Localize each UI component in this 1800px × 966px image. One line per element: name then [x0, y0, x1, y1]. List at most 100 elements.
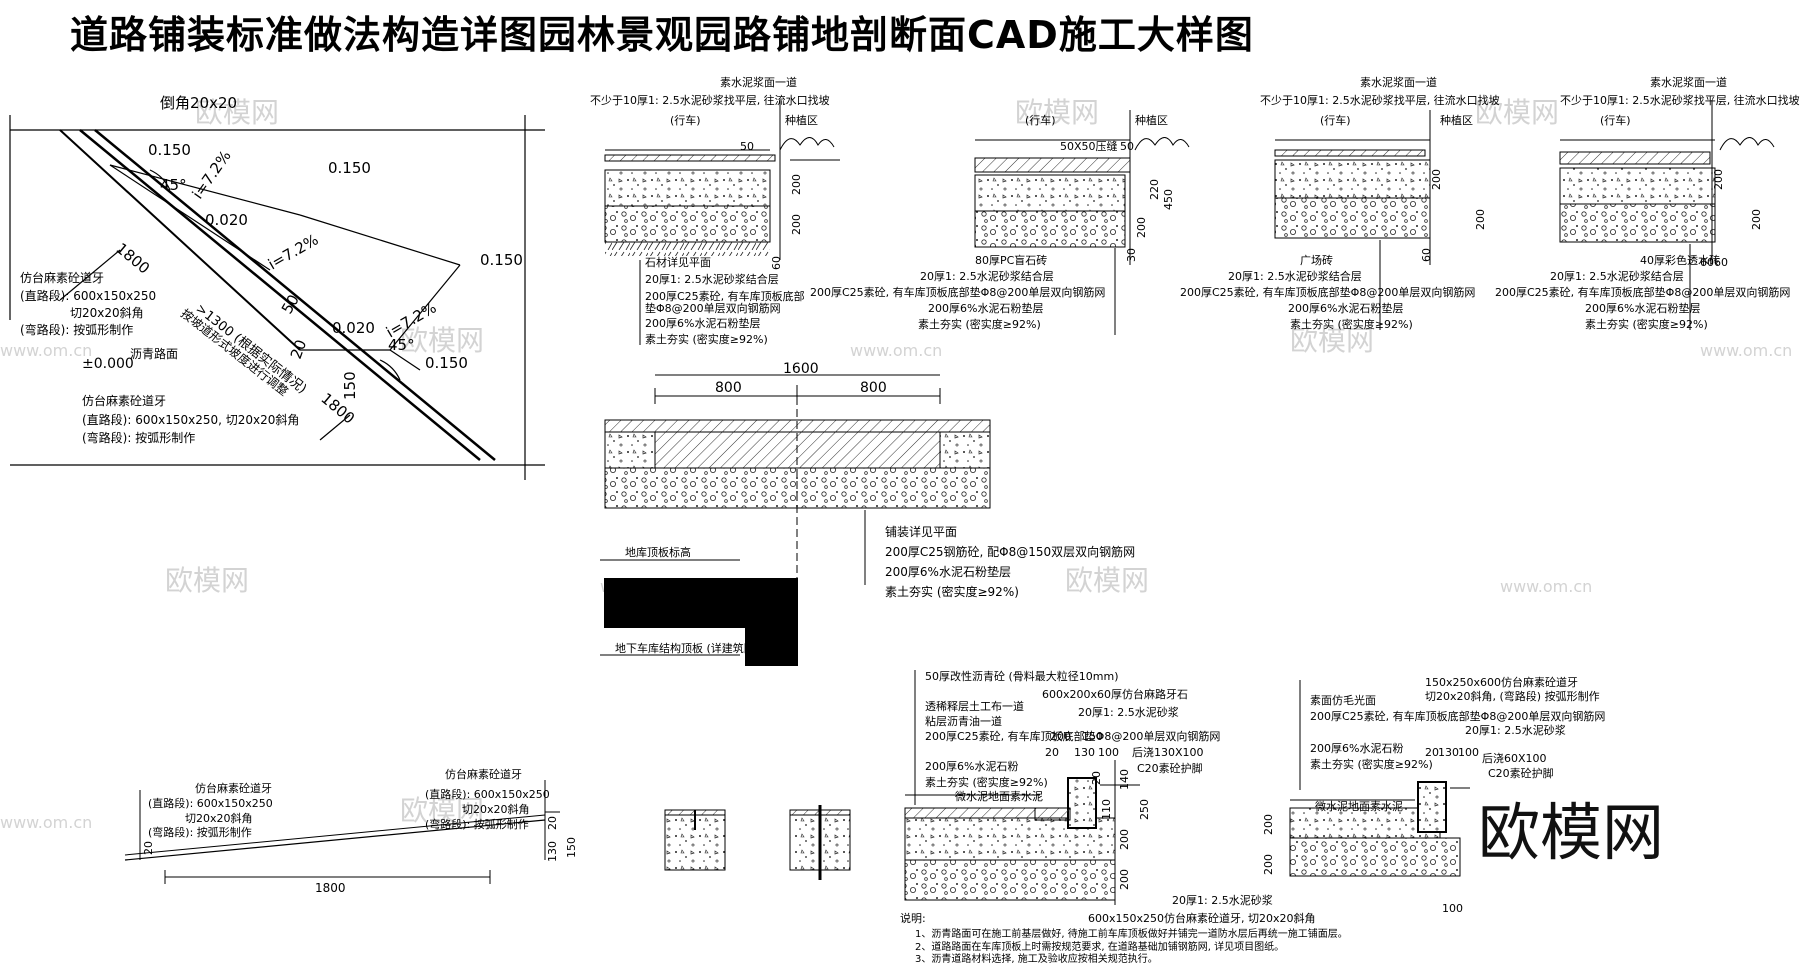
layer-label: 200厚C25素砼, 有车库顶板底部垫Φ8@200单层双向钢筋网	[925, 729, 1220, 743]
curb-spec: 切20x20斜角	[70, 306, 144, 320]
curb-spec: (直路段): 600x150x250	[148, 796, 273, 810]
layer-label: 200厚6%水泥石粉垫层	[928, 301, 1043, 315]
layer-label: 素水泥浆面一道	[720, 75, 797, 89]
curb-spec: (弯路段): 按弧形制作	[425, 817, 529, 831]
right-curb-section	[1289, 680, 1470, 877]
dimension-label: 100	[1458, 746, 1479, 759]
ramp-plan-labels: 倒角20x20 0.150 0.150 0.150 0.150 0.020 0.…	[20, 94, 523, 445]
watermark-text: 欧模网	[1015, 96, 1099, 129]
grade-label: i=7.2%	[189, 147, 235, 202]
layer-label: 200厚C25素砼, 有车库顶板底部垫Φ8@200单层双向钢筋网	[810, 285, 1105, 299]
dimension-label: 200	[790, 174, 803, 195]
watermark-url: www.om.cn	[0, 341, 92, 360]
ramp-profile-section	[124, 780, 560, 884]
ramp-plan-drawing	[9, 115, 545, 480]
watermark-url: www.om.cn	[0, 813, 92, 832]
slope-label: 0.150	[425, 354, 468, 372]
lane-label: (行车)	[670, 113, 701, 127]
layer-label: 20厚1: 2.5水泥砂浆结合层	[920, 269, 1054, 283]
backfill-label: 后浇60X100	[1482, 752, 1547, 765]
watermark-url: www.om.cn	[850, 341, 942, 360]
dimension-label: 200	[1050, 730, 1071, 743]
layer-label: 200厚6%水泥石粉垫层	[885, 564, 1011, 579]
backfill-label: 后浇130X100	[1132, 746, 1204, 759]
layer-label: 200厚C25素砼, 有车库顶板底部垫Φ8@200单层双向钢筋网	[1310, 709, 1605, 723]
watermark-text: 欧模网	[400, 794, 484, 827]
layer-label: 200厚6%水泥石粉垫层	[645, 316, 760, 330]
dimension-label: 220	[1148, 179, 1161, 200]
layer-label: 透稀释层土工布一道	[925, 699, 1024, 713]
watermark-text: 欧模网	[1065, 564, 1149, 597]
curb-spec: (弯路段): 按弧形制作	[148, 825, 252, 839]
dimension-label: 20	[546, 816, 559, 830]
section-detail-3	[1274, 110, 1431, 330]
dimension-label: 50	[1120, 140, 1134, 153]
dimension-label: 200	[1262, 814, 1275, 835]
dimension-label: 50	[740, 140, 754, 153]
garage-struct-label: 地下车库结构顶板 (详建筑图)	[615, 641, 759, 655]
note-item: 3、沥青道路材料选择, 施工及验收应按相关规范执行。	[915, 952, 1158, 965]
layer-label: 50厚改性沥青砼 (骨料最大粒径10mm)	[925, 669, 1119, 683]
layer-note: 不少于10厚1: 2.5水泥砂浆找平层, 往流水口找坡	[1560, 93, 1800, 107]
curb-spec: (弯路段): 按弧形制作	[82, 430, 195, 445]
dimension-label: 200	[1262, 854, 1275, 875]
layer-label: 200厚6%水泥石粉垫层	[1585, 301, 1700, 315]
dimension-label: 20	[287, 337, 310, 361]
slope-label: 0.020	[205, 211, 248, 229]
layer-label: 200厚6%水泥石粉	[925, 760, 1018, 773]
layer-label: 广场砖	[1300, 253, 1333, 267]
layer-label: 素土夯实 (密实度≥92%)	[918, 317, 1041, 331]
watermark-text: 欧模网	[1475, 96, 1559, 129]
elevation-label: ±0.000	[82, 356, 134, 372]
layer-label: 铺装详见平面	[885, 524, 957, 539]
curb-title: 仿台麻素砼道牙	[20, 270, 104, 285]
mortar-label: 20厚1: 2.5水泥砂浆	[1465, 723, 1566, 737]
layer-label: 200厚C25钢筋砼, 配Φ8@150双层双向钢筋网	[885, 544, 1135, 559]
section-detail-1	[604, 100, 840, 345]
layer-label: 20厚1: 2.5水泥砂浆结合层	[1550, 269, 1684, 283]
dimension-label: 1800	[315, 881, 346, 895]
section-detail-4-labels: 素水泥浆面一道 不少于10厚1: 2.5水泥砂浆找平层, 往流水口找坡 (行车)…	[1495, 75, 1800, 331]
lane-label: (行车)	[1600, 113, 1631, 127]
notes-title: 说明:	[900, 911, 926, 925]
dimension-label: 1800	[112, 239, 153, 277]
watermark-group: 欧模网 欧模网 欧模网 欧模网 欧模网 欧模网 欧模网 欧模网 www.om.c…	[0, 96, 1792, 832]
dimension-label: 200	[1750, 209, 1763, 230]
layer-label: 素水泥浆面一道	[1360, 75, 1437, 89]
drain-label: 微水泥地面素水泥	[955, 789, 1043, 803]
surface-label: 素面仿毛光面	[1310, 693, 1376, 707]
dimension-label: 60	[1420, 248, 1433, 262]
layer-label: 素土夯实 (密实度≥92%)	[885, 584, 1019, 599]
curb-spec: (直路段): 600x150x250	[425, 787, 550, 801]
dimension-label: 20	[1045, 746, 1059, 759]
dimension-label: 60	[770, 256, 783, 270]
slope-label: 0.020	[332, 319, 375, 337]
dimension-label: 150	[1082, 730, 1103, 743]
layer-note: 不少于10厚1: 2.5水泥砂浆找平层, 往流水口找坡	[590, 93, 830, 107]
asphalt-road-labels: 50厚改性沥青砼 (骨料最大粒径10mm) 透稀释层土工布一道 粘层沥青油一道 …	[900, 669, 1348, 965]
watermark-text: 欧模网	[1290, 324, 1374, 357]
dimension-label: 30	[1125, 248, 1138, 262]
asphalt-road-section	[904, 670, 1140, 905]
layer-label: 石材详见平面	[645, 255, 711, 269]
curb-title: 仿台麻素砼道牙	[195, 781, 272, 795]
layer-label: 20厚1: 2.5水泥砂浆结合层	[645, 272, 779, 286]
curb-label: 切20x20斜角, (弯路段) 按弧形制作	[1425, 689, 1600, 703]
angle-label: 45°	[388, 336, 415, 354]
curb-title: 仿台麻素砼道牙	[445, 767, 522, 781]
watermark-text: 欧模网	[165, 564, 249, 597]
brand-watermark: 欧模网	[1478, 796, 1665, 869]
right-curb-labels: 素面仿毛光面 200厚C25素砼, 有车库顶板底部垫Φ8@200单层双向钢筋网 …	[1262, 675, 1605, 915]
section-detail-1-labels: 素水泥浆面一道 不少于10厚1: 2.5水泥砂浆找平层, 往流水口找坡 (行车)…	[590, 75, 830, 346]
dimension-label: 800	[715, 380, 742, 396]
lane-label: (行车)	[1320, 113, 1351, 127]
slope-label: 0.150	[148, 141, 191, 159]
block-label: 50X50压缝	[1060, 139, 1118, 153]
dimension-label: 200	[1712, 169, 1725, 190]
curb-label: 150x250x600仿台麻素砼道牙	[1425, 675, 1578, 689]
curb-stone-label: 600x200x60厚仿台麻路牙石	[1042, 687, 1188, 701]
chamfer-label: 倒角20x20	[160, 94, 237, 112]
layer-label: 素土夯实 (密实度≥92%)	[925, 775, 1048, 789]
layer-label: 40厚彩色透水砖	[1640, 253, 1720, 267]
section-detail-2	[974, 110, 1190, 335]
